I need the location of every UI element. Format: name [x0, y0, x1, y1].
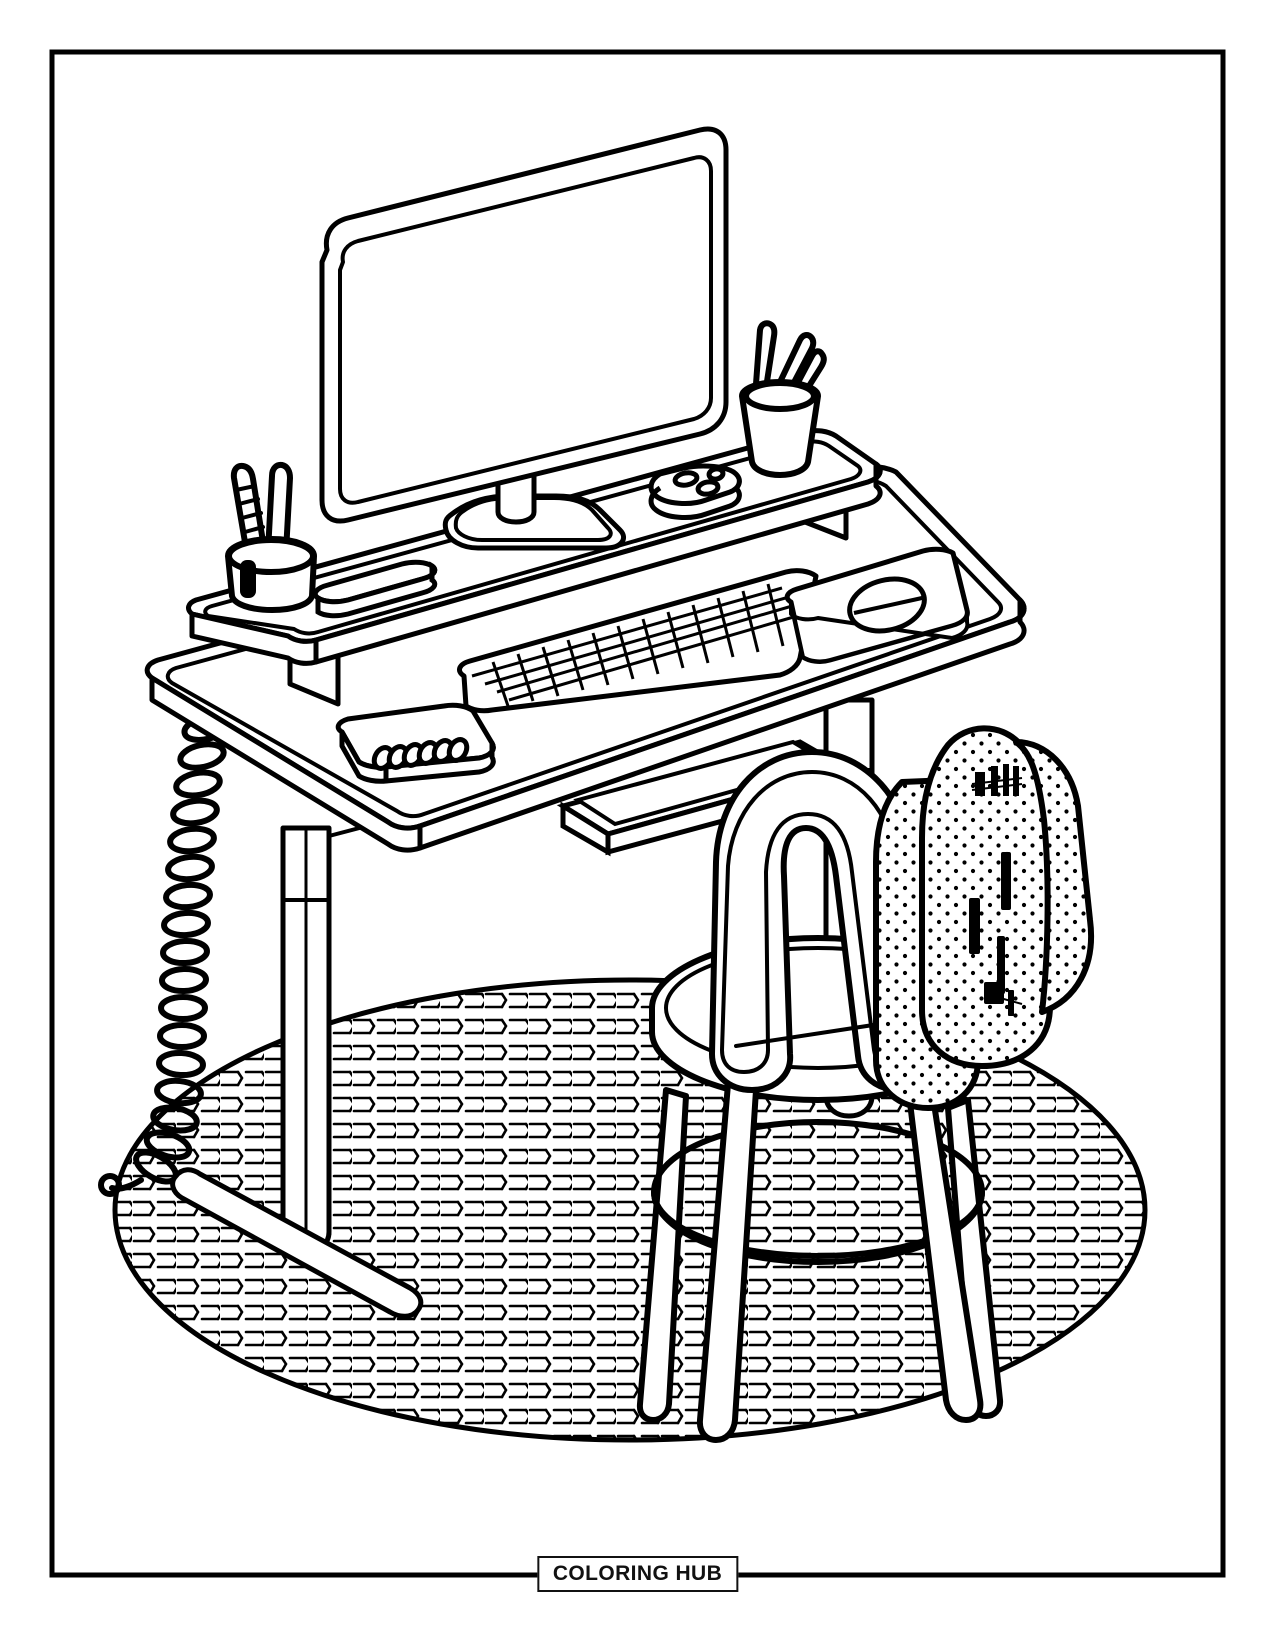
pencil-cup-right — [739, 320, 827, 478]
desk-base-left — [170, 1167, 424, 1319]
coloring-hub-logo: COLORING HUB — [536, 1556, 739, 1592]
monitor-stand — [442, 467, 626, 551]
monitor — [319, 126, 729, 551]
desk-column-left — [280, 825, 332, 1255]
desk-organizer — [648, 463, 742, 520]
keyboard — [457, 568, 819, 714]
mouse — [847, 576, 927, 634]
spiral-notebook — [335, 702, 496, 784]
mouse-pad — [784, 546, 970, 664]
sweater — [873, 725, 1094, 1111]
desk-tray — [312, 559, 438, 619]
pencil-cup-left — [225, 461, 317, 613]
